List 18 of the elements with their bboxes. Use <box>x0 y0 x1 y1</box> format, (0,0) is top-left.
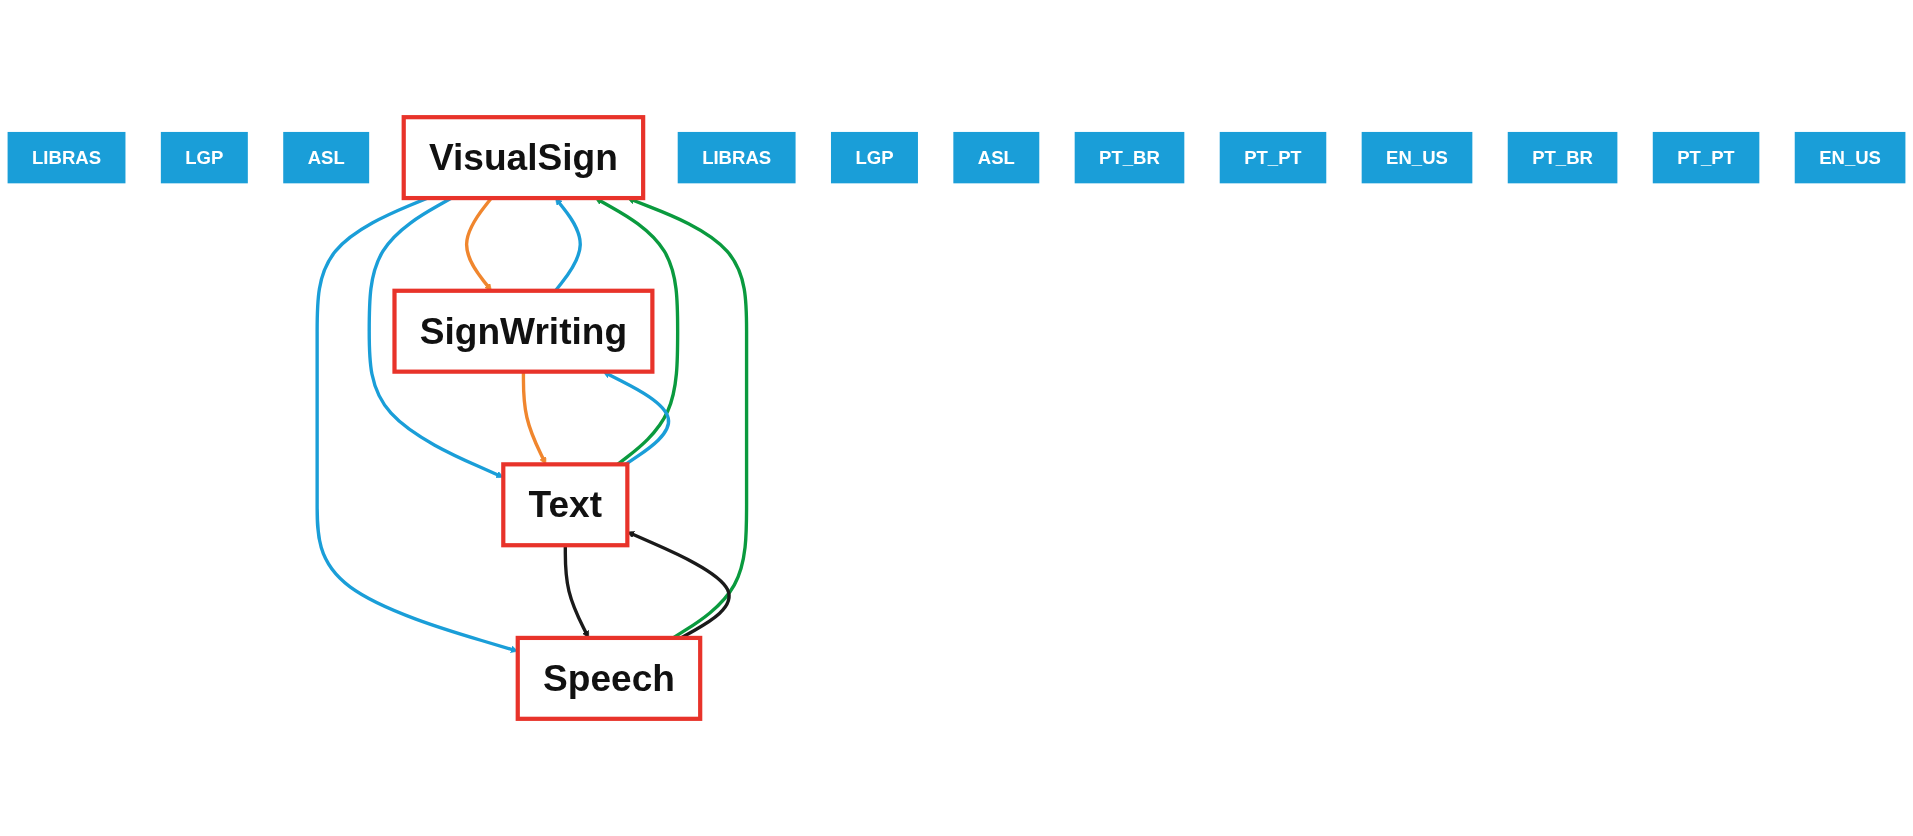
node-box: ASL <box>951 130 1041 185</box>
node-box: Text <box>501 462 630 548</box>
arrow <box>464 197 493 292</box>
node-box: LGP <box>159 130 250 185</box>
node-box: EN_US <box>1793 130 1908 185</box>
node-box: LGP <box>829 130 920 185</box>
node-box: Speech <box>515 635 703 721</box>
node-box: LIBRAS <box>5 130 128 185</box>
node-box: PT_PT <box>1651 130 1762 185</box>
node-box: ASL <box>281 130 371 185</box>
node-box: LIBRAS <box>676 130 798 185</box>
node-box: PT_BR <box>1506 130 1620 185</box>
node-box: VisualSign <box>401 115 646 201</box>
node-box: EN_US <box>1359 130 1475 185</box>
node-box: PT_PT <box>1218 130 1328 185</box>
node-box: SignWriting <box>392 288 655 374</box>
node-box: PT_BR <box>1073 130 1186 185</box>
arrow <box>554 197 582 292</box>
